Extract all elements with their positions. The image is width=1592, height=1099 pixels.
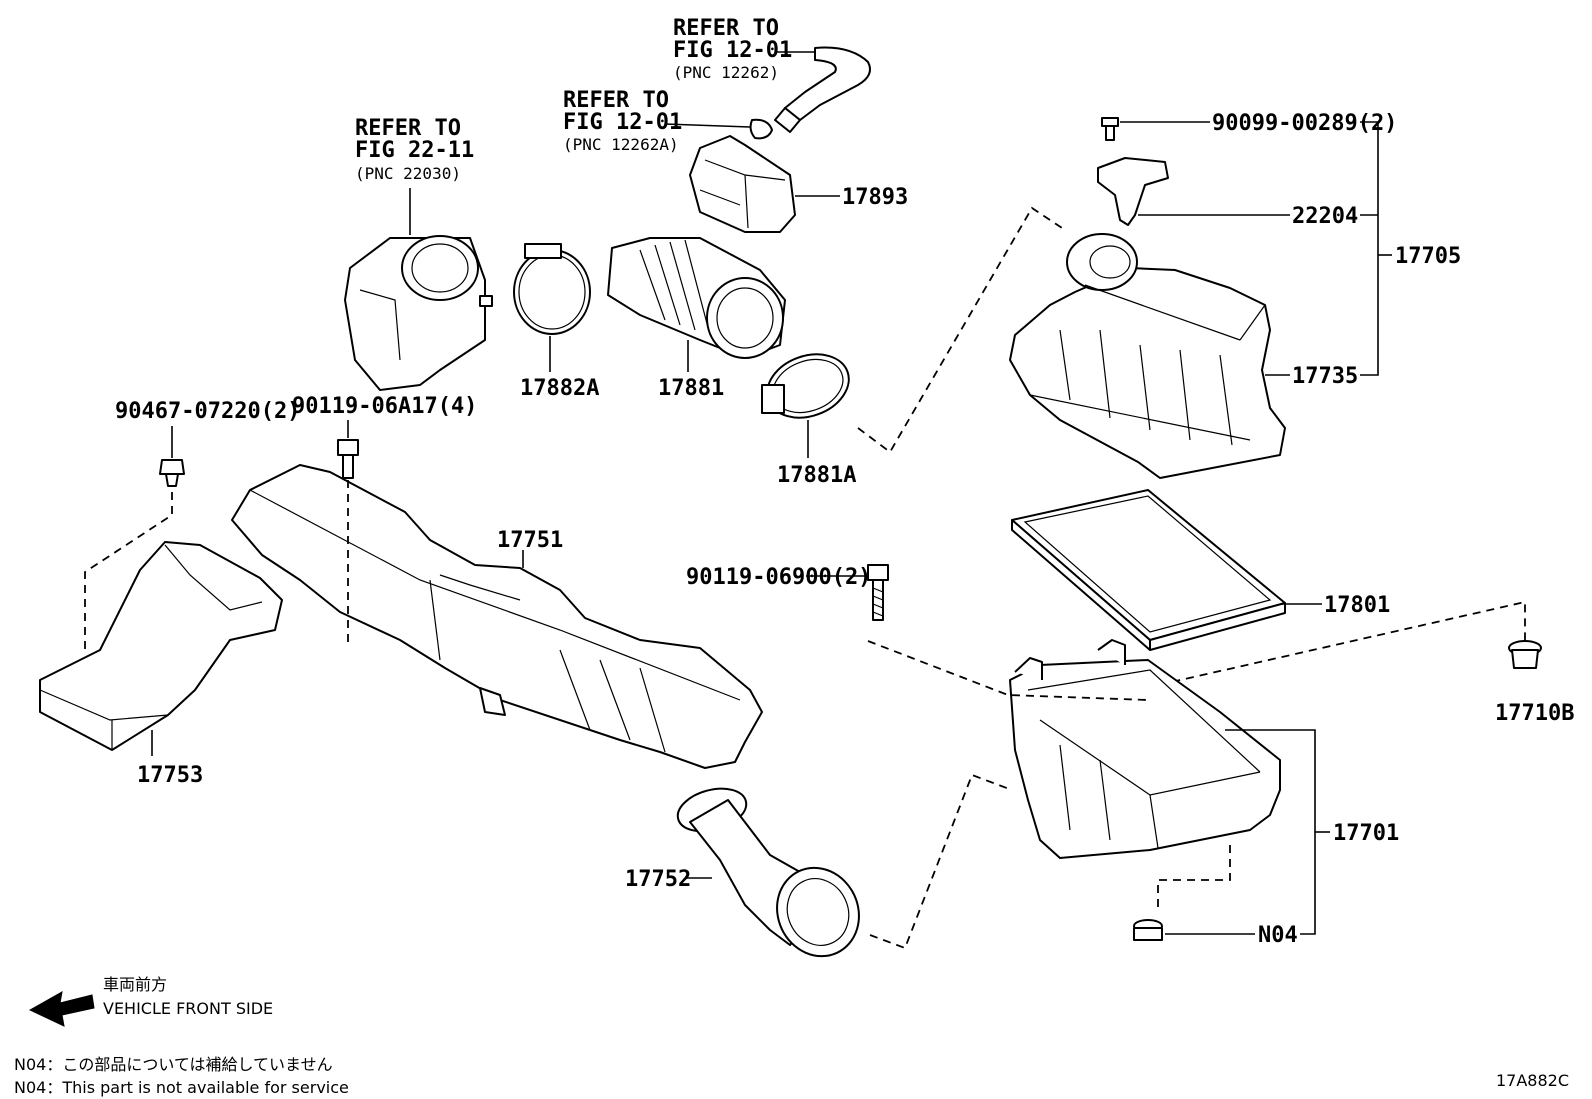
intake-hose-17881 [607,237,786,359]
direction-jp: 車両前方 [103,975,167,994]
vehicle-front-indicator: 車両前方 VEHICLE FRONT SIDE [28,975,273,1027]
inlet-duct-17753 [39,541,283,751]
resonator-17893 [689,135,796,233]
grommet-n04 [1133,919,1163,941]
ref-line: REFER TO [563,88,669,113]
ref-line: (PNC 12262A) [563,135,679,154]
intake-duct-17751 [231,464,763,769]
bolt-90119-06900 [867,564,889,621]
ref-pnc12262a: REFER TO FIG 12-01 (PNC 12262A) [563,88,751,154]
part-label-17882a: 17882A [520,376,599,401]
part-label-90467-07220: 90467-07220(2) [115,399,300,424]
throttle-body [344,235,493,391]
part-label-17801: 17801 [1324,593,1390,618]
ref-line: (PNC 12262) [673,63,779,82]
direction-en: VEHICLE FRONT SIDE [103,999,273,1018]
part-label-17881a: 17881A [777,463,856,488]
front-arrow-icon [28,991,95,1027]
part-label-17752: 17752 [625,867,691,892]
filter-17801 [1011,489,1286,651]
ref-line: REFER TO [673,16,779,41]
ref-pnc12262: REFER TO FIG 12-01 (PNC 12262) [673,16,815,82]
sensor-22204 [1097,157,1169,226]
hose-pnc12262 [774,46,871,133]
part-label-17735: 17735 [1292,364,1358,389]
part-label-17701: 17701 [1333,821,1399,846]
ref-line: FIG 22-11 [355,138,474,163]
part-label-90099-00289: 90099-00289(2) [1212,111,1397,136]
bolt-90119-06a17 [337,439,359,479]
ref-line: (PNC 22030) [355,164,461,183]
ref-pnc22030: REFER TO FIG 22-11 (PNC 22030) [355,116,474,235]
hose-17752 [676,787,860,958]
part-label-n04: N04 [1258,923,1298,948]
clip-pnc12262a [749,118,773,140]
ref-line: REFER TO [355,116,461,141]
part-label-17710b: 17710B [1495,701,1574,726]
part-label-17881: 17881 [658,376,724,401]
part-label-17753: 17753 [137,763,203,788]
part-label-17751: 17751 [497,528,563,553]
clamp-17882a [513,243,591,335]
note-n04-jp: N04：この部品については補給していません [14,1055,333,1074]
grommet-17710b [1508,640,1542,669]
part-label-90119-06900: 90119-06900(2) [686,565,871,590]
clamp-17881a [761,353,850,419]
screw-90099 [1101,117,1119,141]
note-n04-en: N04：This part is not available for servi… [14,1078,349,1097]
air-cleaner-cap-17735 [1009,233,1286,479]
part-label-22204: 22204 [1292,204,1358,229]
figure-code: 17A882C [1496,1071,1569,1090]
ref-line: FIG 12-01 [563,110,682,135]
part-label-17893: 17893 [842,185,908,210]
part-label-17705: 17705 [1395,244,1461,269]
air-cleaner-case-17701 [1009,639,1281,859]
part-label-90119-06a17: 90119-06A17(4) [292,394,477,419]
ref-line: FIG 12-01 [673,38,792,63]
clip-90467 [159,459,185,487]
